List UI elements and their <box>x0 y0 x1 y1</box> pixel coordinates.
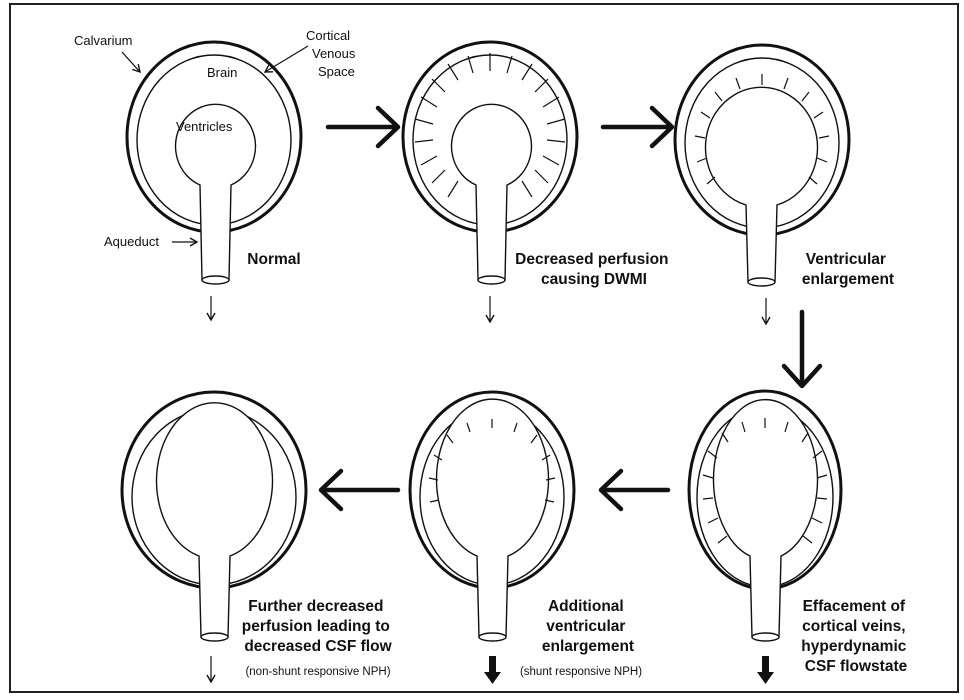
calvarium-pointer <box>122 52 140 72</box>
arrow-right-1 <box>328 108 398 146</box>
stage-ventricular-enlargement: Ventricular enlargement <box>675 45 894 324</box>
stage-additional-enlargement: Additional ventricular enlargement (shun… <box>410 392 642 684</box>
stage-decreased-perfusion: Decreased perfusion causing DWMI <box>403 42 673 322</box>
stage-caption: Ventricular enlargement <box>802 251 894 288</box>
arrow-right-2 <box>603 108 672 146</box>
arrow-left-1 <box>601 471 668 509</box>
stage-further-decreased: Further decreased perfusion leading to d… <box>122 392 394 682</box>
stage-caption: Further decreased perfusion leading to d… <box>242 598 394 655</box>
cortical-pointer <box>265 46 308 72</box>
calvarium-label: Calvarium <box>74 33 133 48</box>
stage-effacement: Effacement of cortical veins, hyperdynam… <box>689 391 911 684</box>
stage-note: (shunt responsive NPH) <box>520 666 642 678</box>
aqueduct-label: Aqueduct <box>104 234 159 249</box>
cortical-label-line2: Venous <box>312 46 356 61</box>
stage-caption: Additional ventricular enlargement <box>542 598 634 655</box>
stage-note: (non-shunt responsive NPH) <box>245 666 390 678</box>
arrow-left-2 <box>321 471 398 509</box>
brain-label: Brain <box>207 65 237 80</box>
ventricles-label: Ventricles <box>176 119 233 134</box>
stage-caption: Effacement of cortical veins, hyperdynam… <box>801 598 910 675</box>
thick-csf-flow-arrow <box>757 656 774 684</box>
thick-csf-flow-arrow <box>484 656 501 684</box>
stage-caption: Decreased perfusion causing DWMI <box>515 251 673 288</box>
cortical-label-line1: Cortical <box>306 28 350 43</box>
stage-normal: Brain Ventricles Calvarium Cortical Veno… <box>74 28 356 320</box>
cortical-label-line3: Space <box>318 64 355 79</box>
arrow-down <box>784 312 820 386</box>
stage-caption: Normal <box>247 251 300 268</box>
